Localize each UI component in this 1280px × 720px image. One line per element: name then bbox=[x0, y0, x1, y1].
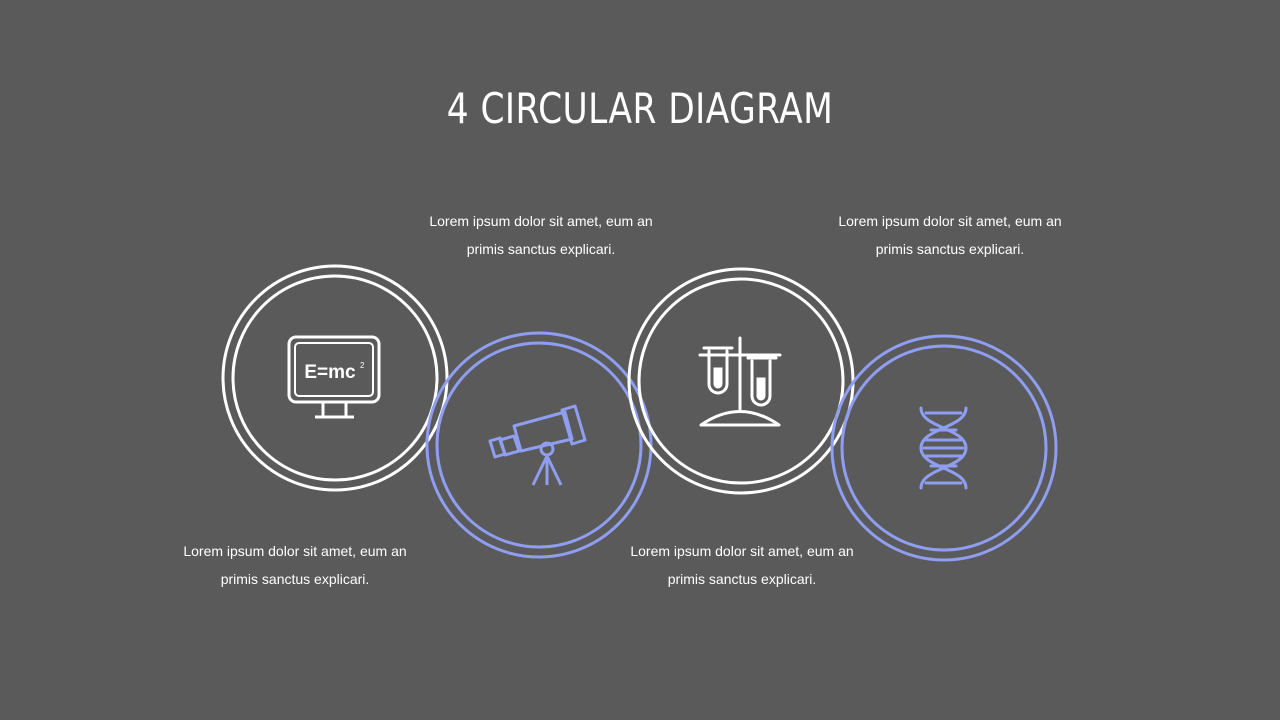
caption-line: Lorem ipsum dolor sit amet, eum an bbox=[838, 213, 1062, 229]
dna-icon bbox=[919, 406, 968, 490]
telescope-icon bbox=[488, 404, 587, 486]
circle-node-1 bbox=[221, 264, 449, 492]
caption-node-2: Lorem ipsum dolor sit amet, eum an primi… bbox=[401, 207, 681, 263]
formula-monitor-icon: E=mc 2 bbox=[287, 335, 381, 419]
caption-line: Lorem ipsum dolor sit amet, eum an bbox=[630, 543, 854, 559]
circle-node-4 bbox=[830, 334, 1058, 562]
formula-text: E=mc bbox=[304, 362, 356, 383]
caption-node-3: Lorem ipsum dolor sit amet, eum an primi… bbox=[602, 537, 882, 593]
caption-node-1: Lorem ipsum dolor sit amet, eum an primi… bbox=[155, 537, 435, 593]
formula-superscript: 2 bbox=[360, 361, 365, 370]
caption-node-4: Lorem ipsum dolor sit amet, eum an primi… bbox=[810, 207, 1090, 263]
caption-line: primis sanctus explicari. bbox=[220, 571, 370, 587]
caption-line: Lorem ipsum dolor sit amet, eum an bbox=[183, 543, 407, 559]
caption-line: primis sanctus explicari. bbox=[667, 571, 817, 587]
circle-node-2 bbox=[425, 331, 653, 559]
caption-line: primis sanctus explicari. bbox=[875, 241, 1025, 257]
caption-line: Lorem ipsum dolor sit amet, eum an bbox=[429, 213, 653, 229]
page-title: 4 CIRCULAR DIAGRAM bbox=[446, 84, 834, 133]
caption-line: primis sanctus explicari. bbox=[466, 241, 616, 257]
test-tubes-icon bbox=[698, 336, 782, 427]
